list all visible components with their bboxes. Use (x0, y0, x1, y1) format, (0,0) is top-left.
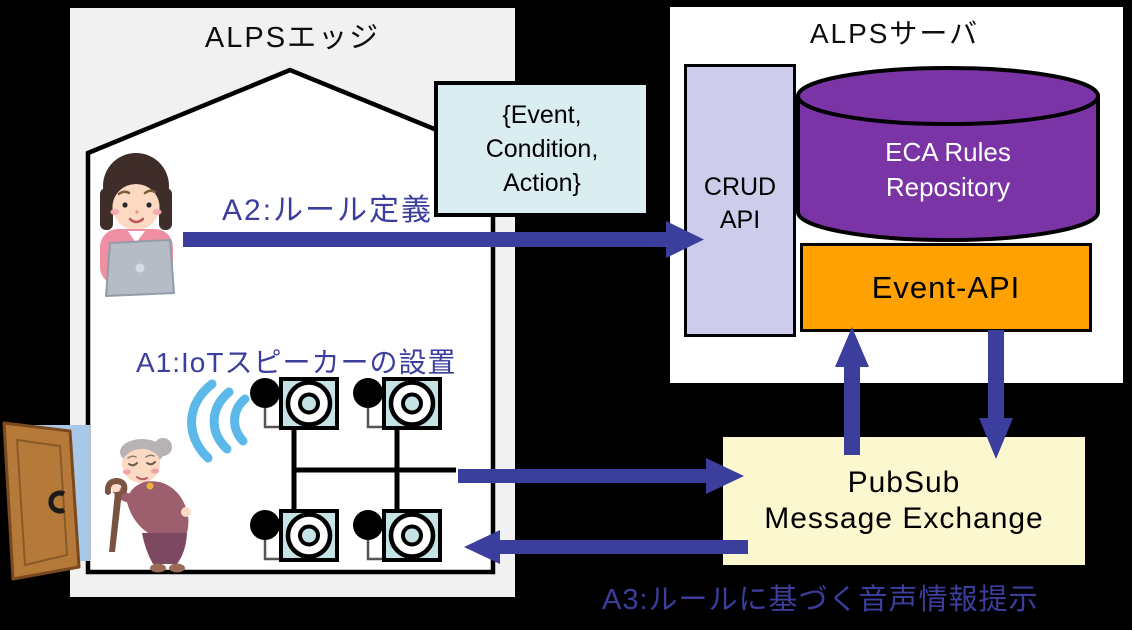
edge-panel-title: ALPSエッジ (204, 22, 381, 54)
a1-speaker-installation-label: A1:IoTスピーカーの設置 (136, 347, 457, 378)
crud-api-box: CRUD API (684, 64, 796, 337)
iot-speaker-icon (353, 509, 442, 562)
elderly-woman-with-cane-icon (104, 438, 191, 573)
database-cylinder-icon (796, 66, 1100, 242)
iot-speaker-icon (250, 377, 339, 430)
eca-note-line: {Event, (502, 101, 582, 129)
pubsub-line: Message Exchange (764, 502, 1044, 535)
repository-line: ECA Rules (885, 137, 1011, 167)
eca-rules-repository-label: ECA Rules Repository (798, 130, 1098, 210)
iot-speaker-icon (250, 509, 339, 562)
sound-waves-icon (187, 379, 250, 463)
woman-at-laptop-icon (100, 153, 175, 297)
event-api-label: Event-API (871, 269, 1021, 305)
pubsub-message-exchange-box: PubSub Message Exchange (723, 437, 1085, 565)
eca-note-line: Action} (503, 169, 581, 197)
crud-api-line: CRUD (703, 172, 777, 201)
eca-note-line: Condition, (485, 135, 599, 163)
repository-line: Repository (885, 172, 1011, 202)
server-panel-title: ALPSサーバ (809, 18, 980, 49)
crud-api-line: API (719, 205, 761, 234)
event-api-box: Event-API (800, 243, 1092, 332)
pubsub-line: PubSub (847, 466, 961, 499)
speaker-network-lines (291, 428, 456, 511)
eca-tuple-note: {Event, Condition, Action} (434, 81, 650, 217)
iot-speaker-icon (353, 377, 442, 430)
a3-voice-presentation-label: A3:ルールに基づく音声情報提示 (602, 584, 1039, 616)
open-door-icon (2, 421, 90, 581)
a2-rule-definition-label: A2:ルール定義 (222, 194, 434, 227)
